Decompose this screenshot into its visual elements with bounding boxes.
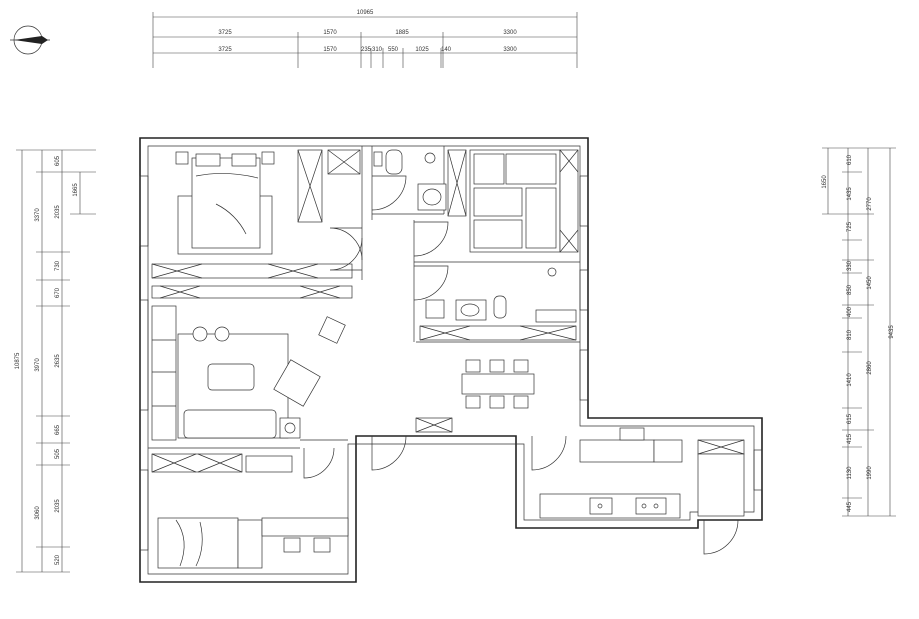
dim-right-b2: 1435 <box>847 187 853 201</box>
kitchen <box>539 427 745 519</box>
dim-top2-3: 235 <box>361 47 372 53</box>
dim-right-b12: 445 <box>847 501 853 512</box>
dim-top2-2: 1570 <box>323 47 337 53</box>
dim-right-a4: 2860 <box>867 361 873 375</box>
dim-right-b5: 850 <box>847 284 853 295</box>
bathroom-top <box>373 149 447 211</box>
doors <box>303 175 739 555</box>
dim-left-b3: 730 <box>55 260 61 271</box>
dim-left-a1: 3370 <box>35 208 41 222</box>
dim-top-2: 1570 <box>323 30 337 36</box>
dim-right-b6: 400 <box>847 306 853 317</box>
master-bedroom <box>175 149 361 255</box>
dim-top-4: 3300 <box>503 30 517 36</box>
dim-right-b11: 1130 <box>847 466 853 480</box>
top-dimensions: 10965 3725 1570 1885 3300 3725 1570 235 … <box>152 10 578 68</box>
interior-walls <box>148 146 580 449</box>
dim-right-a2: 2770 <box>867 197 873 211</box>
dim-left-b9: 520 <box>55 554 61 565</box>
dim-left-a2: 3970 <box>35 358 41 372</box>
dim-overall-top: 10965 <box>357 10 374 16</box>
dim-right-b7: 810 <box>847 329 853 340</box>
second-bedroom <box>151 453 349 569</box>
dim-right-b8: 1410 <box>847 373 853 387</box>
dim-top2-8: 3300 <box>503 47 517 53</box>
wardrobe-row <box>151 263 353 299</box>
dim-right-b4: 330 <box>847 260 853 271</box>
bathroom-middle <box>419 267 577 341</box>
dim-overall-left: 10875 <box>15 352 21 369</box>
dim-left-b1: 605 <box>55 155 61 166</box>
dim-left-b2: 2035 <box>55 205 61 219</box>
dim-left-b8: 2035 <box>55 499 61 513</box>
left-dimensions: 10875 3370 3970 3060 605 2035 730 670 26… <box>15 149 96 573</box>
dim-top-1: 3725 <box>218 30 232 36</box>
dim-right-a5: 1990 <box>867 466 873 480</box>
top-right-room <box>447 149 579 253</box>
dim-overall-right: 9435 <box>889 325 895 339</box>
exterior-walls <box>139 137 763 583</box>
living-room <box>151 305 346 441</box>
dim-left-b6: 665 <box>55 424 61 435</box>
dim-left-c1: 1665 <box>73 183 79 197</box>
windows <box>139 175 763 551</box>
dim-left-b7: 505 <box>55 448 61 459</box>
dim-top2-6: 1025 <box>415 47 429 53</box>
dim-right-a3: 1450 <box>867 276 873 290</box>
dim-left-b5: 2635 <box>55 354 61 368</box>
right-dimensions: 9435 1650 2770 1450 2860 1990 610 1435 7… <box>822 147 896 517</box>
dim-top2-5: 550 <box>388 47 399 53</box>
dim-right-b10: 415 <box>847 433 853 444</box>
dim-right-b3: 725 <box>847 221 853 232</box>
dim-right-a1: 1650 <box>822 175 828 189</box>
dim-left-a3: 3060 <box>35 506 41 520</box>
dim-right-b1: 610 <box>847 154 853 165</box>
dim-left-b4: 670 <box>55 287 61 298</box>
dim-top2-4: 310 <box>372 47 383 53</box>
dining-area <box>415 359 535 433</box>
compass-icon <box>10 25 50 55</box>
dim-top-3: 1885 <box>395 30 409 36</box>
dim-top2-7: 140 <box>441 47 452 53</box>
dim-right-b9: 615 <box>847 413 853 424</box>
dim-top2-1: 3725 <box>218 47 232 53</box>
